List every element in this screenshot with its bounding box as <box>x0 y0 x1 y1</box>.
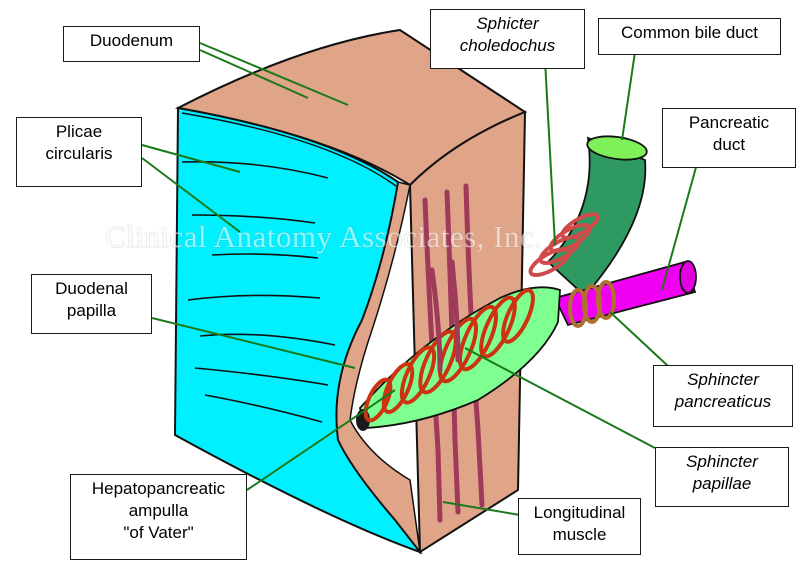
pancreatic-duct <box>553 260 697 327</box>
leader-lines <box>141 42 699 516</box>
watermark-text: Clinical Anatomy Associates, Inc. <box>105 219 543 254</box>
bile-duct-opening <box>586 135 648 161</box>
sphincter-choledochus-rings <box>528 212 600 277</box>
label-common-bile-duct: Common bile duct <box>598 18 781 55</box>
mucosal-surface <box>173 106 423 555</box>
sphincter-papillae-rings <box>363 288 535 423</box>
sphincter-pancreaticus-rings <box>568 280 616 328</box>
label-duodenum: Duodenum <box>63 26 200 62</box>
